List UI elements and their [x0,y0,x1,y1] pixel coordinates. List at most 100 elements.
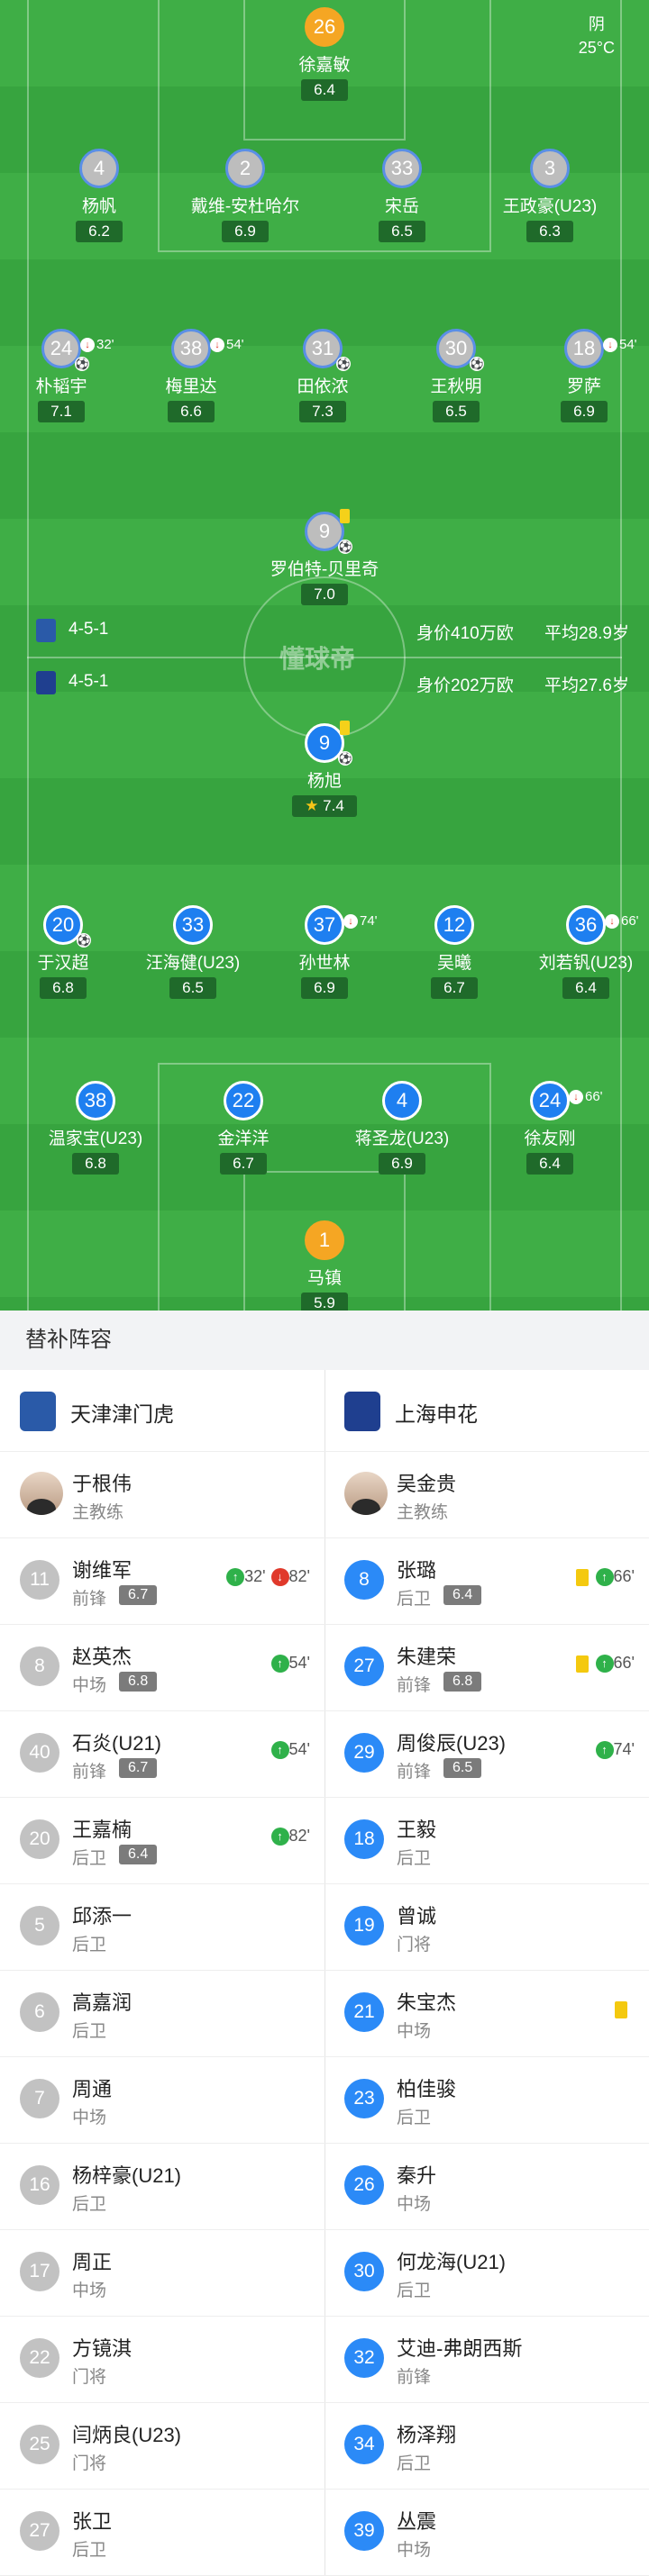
goal-ball-icon: ⚽ [338,751,352,766]
player-name: 石炎(U21) [72,1732,162,1755]
goal-ball-icon: ⚽ [336,357,351,371]
away-team-info: 4-5-1 身价202万欧 平均27.6岁 [0,669,649,696]
player-number-badge: 3 [530,149,570,188]
rating-value: 7.4 [323,797,344,814]
goal-ball-icon: ⚽ [77,933,91,948]
sub-out-minute: 82' [288,1567,310,1585]
sub-in-icon: ↑ [595,1568,614,1587]
player-number-badge: 16 [20,2165,59,2205]
player-rating: 6.7 [431,977,478,999]
player-position: 后卫 [397,1849,432,1868]
away-coach[interactable]: 吴金贵 主教练 [324,1452,649,1538]
substitutes-title: 替补阵容 [0,1311,649,1370]
player-name: 杨帆 [81,197,116,216]
away-player-12[interactable]: 12 吴曦 6.7 [378,905,531,999]
player-number-badge: 30⚽ [436,329,484,371]
avatar [344,1472,388,1515]
sub-out-minute: 74' [360,913,378,929]
away-subs-header: 上海申花 [324,1370,649,1452]
sub-events: ↑32'↓82' [226,1567,310,1587]
player-rating: ★ 7.4 [292,795,357,817]
sub-out-icon: ↓ [603,338,617,353]
weather-condition: 阴 [588,15,605,33]
player-name: 张卫 [72,2510,113,2533]
player-name: 柏佳骏 [397,2078,457,2100]
sub-out-indicator: ↓32' [80,328,114,362]
player-name: 汪海健(U23) [145,954,241,973]
player-name: 梅里达 [165,377,217,396]
player-number-badge: 5 [20,1906,59,1946]
rating-wrap: 6.4 [509,974,649,999]
goal-ball-icon: ⚽ [338,540,352,554]
home-team-name: 天津津门虎 [70,1402,174,1426]
player-number-badge: 30 [344,2252,384,2291]
pitch-boundary [27,0,622,1311]
player-position: 前锋 [72,1763,107,1782]
home-coach[interactable]: 于根伟 主教练 [0,1452,324,1538]
sub-out-indicator: ↓66' [569,1080,603,1114]
player-position: 前锋 [397,2368,432,2387]
away-value: 身价202万欧 [416,676,514,695]
rating-wrap: 6.9 [169,217,322,242]
player-name: 艾迪-弗朗西斯 [397,2337,523,2360]
player-rating: 6.4 [119,1845,158,1864]
away-player-36[interactable]: 36↓66'刘若钒(U23)6.4 [509,905,649,999]
player-rating: 6.4 [443,1585,482,1605]
sub-out-minute: 66' [621,913,639,929]
player-number-badge: 27 [344,1646,384,1686]
player-name: 吴曦 [436,954,471,973]
player-position: 后卫 [72,2195,107,2214]
player-position: 后卫 [397,2454,432,2473]
player-number-badge: 33 [382,149,422,188]
away-player-9[interactable]: 9⚽杨旭★ 7.4 [248,721,401,817]
sub-out-icon: ↓ [605,914,619,930]
player-name: 朱建荣 [397,1646,457,1668]
player-number-badge: 12 [434,905,474,945]
